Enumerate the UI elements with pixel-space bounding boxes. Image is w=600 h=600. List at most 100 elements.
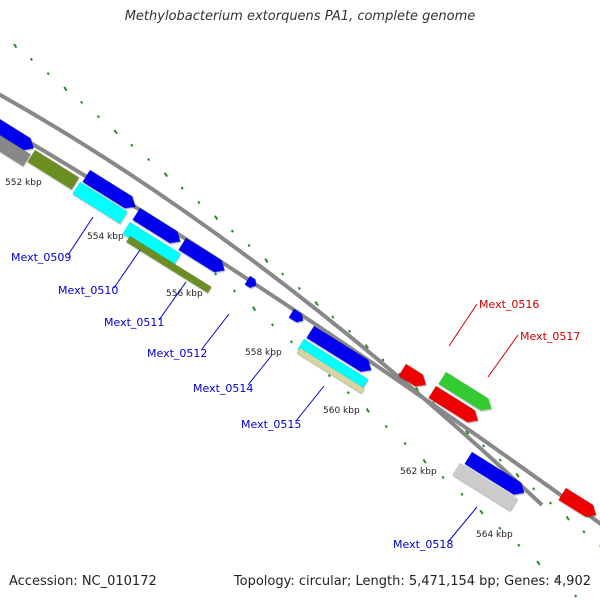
track-tick-outer [80,100,84,104]
track-tick-inner [536,560,541,566]
track-tick-outer [163,172,168,178]
gene-label-leader [487,334,519,378]
gene-block-khaki[interactable] [296,347,365,394]
track-tick-outer [582,530,586,534]
track-tick-outer [515,472,520,478]
track-tick-outer [264,258,269,264]
gene-label-leader [158,281,187,321]
track-tick-outer [180,186,184,190]
gene-block-blue-small[interactable] [244,275,259,290]
gene-block-blue[interactable] [82,169,140,213]
gene-label-leader [447,506,478,543]
gene-block-cyan[interactable] [72,181,128,224]
gene-block-olive[interactable] [27,149,80,190]
track-tick-outer [214,215,219,221]
accession-text: Accession: NC_010172 [9,574,157,589]
track-tick-inner [214,272,218,276]
gene-block-olive[interactable] [125,235,212,294]
track-tick-outer [113,129,118,135]
gene-label-leader [247,354,273,386]
track-tick-inner [441,475,445,479]
map-title: Methylobacterium extorquens PA1, complet… [124,9,476,24]
gene-block-blue-small[interactable] [288,308,306,325]
track-tick-outer [331,315,335,319]
track-tick-inner [384,424,388,429]
gene-block-red[interactable] [558,487,600,521]
gene-label-leader [448,303,478,347]
track-tick-outer [348,329,352,333]
track-tick-outer [364,344,369,349]
track-tick-inner [289,340,293,344]
track-tick-outer [96,115,100,119]
track-tick-outer [297,286,301,290]
gene-label-leader [201,313,230,350]
track-tick-outer [565,515,570,521]
gene-block-red[interactable] [398,363,430,391]
gc-skew-dotted-track-outer [13,43,600,547]
tick-label: 560 kbp [323,406,360,416]
gene-label[interactable]: Mext_0511 [104,316,164,329]
track-tick-inner [517,543,521,547]
track-tick-outer [230,229,234,233]
track-tick-inner [270,323,275,327]
gene-label-leaders [67,216,519,543]
gene-label[interactable]: Mext_0517 [520,330,580,343]
gene-block-blue[interactable] [464,451,528,499]
gene-block-gray[interactable] [0,131,31,167]
track-tick-inner [574,594,578,598]
track-tick-outer [63,86,68,92]
tick-label: 558 kbp [245,348,282,358]
feature-track [0,115,600,521]
track-tick-inner [498,526,502,530]
gene-label[interactable]: Mext_0514 [193,382,253,395]
track-tick-outer [548,501,552,505]
track-tick-inner [346,391,350,395]
gene-label[interactable]: Mext_0512 [147,347,207,360]
track-tick-outer [414,386,420,392]
gene-label[interactable]: Mext_0516 [479,298,539,311]
track-tick-inner [422,458,427,464]
track-tick-outer [46,72,50,76]
gene-block-blue[interactable] [306,325,375,376]
gene-block-blue[interactable] [0,115,37,154]
gene-label[interactable]: Mext_0518 [393,538,453,551]
track-tick-outer [197,200,201,205]
gene-block-blue[interactable] [132,207,185,247]
track-tick-inner [365,407,370,413]
genome-summary-text: Topology: circular; Length: 5,471,154 bp… [233,574,591,589]
backbone-line-inner [0,122,600,526]
track-tick-outer [314,301,319,306]
track-tick-inner [403,441,407,446]
track-tick-outer [247,243,251,248]
tick-label: 564 kbp [476,530,513,540]
track-tick-inner [327,374,331,378]
gene-label-leader [67,216,94,256]
backbone-line-outer [0,92,544,507]
gene-block-green[interactable] [438,371,496,415]
gene-block-blue[interactable] [178,237,229,276]
track-tick-outer [465,429,470,435]
tick-label: 552 kbp [5,178,42,188]
gene-block-red[interactable] [428,385,482,426]
tick-label: 556 kbp [166,289,203,299]
gene-label[interactable]: Mext_0515 [241,418,301,431]
track-tick-outer [532,487,536,491]
track-tick-outer [147,157,151,162]
track-tick-inner [252,306,257,312]
track-tick-outer [130,143,134,147]
gene-label[interactable]: Mext_0509 [11,251,71,264]
track-tick-outer [13,43,18,49]
track-tick-inner [555,577,559,581]
track-tick-inner [460,492,464,496]
gene-label[interactable]: Mext_0510 [58,284,118,297]
gene-label-leader [113,249,141,289]
track-tick-outer [498,458,502,462]
track-tick-outer [29,57,33,61]
gene-block-lightgray[interactable] [452,462,519,512]
gene-labels: Mext_0509Mext_0510Mext_0511Mext_0512Mext… [11,251,580,551]
track-tick-outer [381,358,385,362]
genome-backbone [0,92,600,526]
